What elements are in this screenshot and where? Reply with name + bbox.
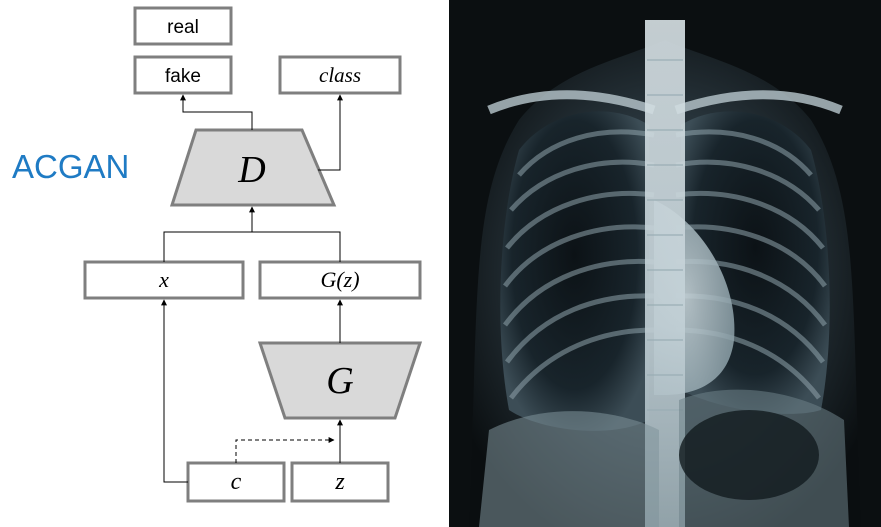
diagram-title: ACGAN: [12, 148, 129, 185]
generator-label: G: [326, 360, 353, 402]
acgan-diagram: ACGAN real fake class D x G(z) G c z: [12, 6, 423, 503]
discriminator-label: D: [237, 149, 265, 191]
arrow-d-to-fake: [180, 94, 253, 130]
x-box: [83, 260, 245, 300]
arrow-d-to-class: [318, 94, 343, 171]
arrow-c-to-g-dashed: [235, 437, 335, 463]
real-box: [133, 6, 233, 46]
gz-label: G(z): [320, 267, 359, 292]
chest-xray-image: [449, 0, 881, 527]
generator-block: [257, 341, 423, 420]
class-box: [278, 55, 402, 95]
fake-label: fake: [165, 66, 201, 87]
c-box: [186, 461, 286, 503]
x-label: x: [158, 267, 169, 292]
connector-x-gz: [163, 231, 341, 262]
real-label: real: [167, 17, 199, 38]
discriminator-block: [169, 128, 337, 207]
z-label: z: [334, 469, 345, 495]
gz-box: [258, 260, 422, 300]
class-label: class: [319, 63, 361, 87]
arrow-c-to-x: [161, 299, 188, 483]
fake-box: [133, 55, 233, 95]
c-label: c: [231, 469, 242, 495]
